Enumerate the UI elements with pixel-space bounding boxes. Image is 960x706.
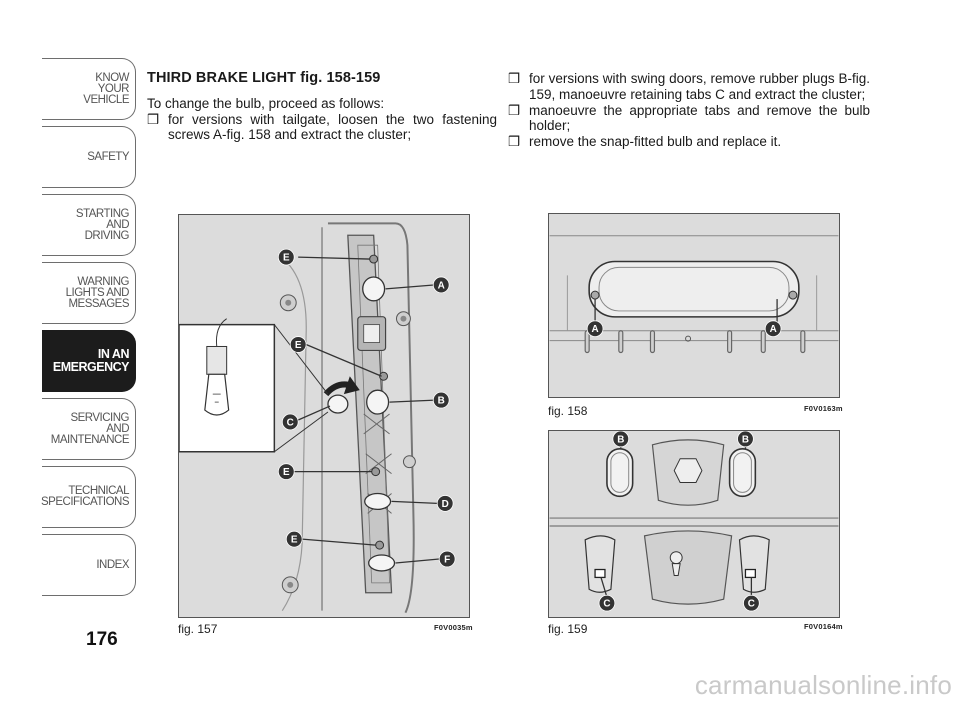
- label-a: A: [438, 280, 445, 291]
- label-e: E: [283, 253, 290, 264]
- figure-159: B B C C: [548, 430, 840, 618]
- instruction-list: ❒for versions with tailgate, loosen the …: [147, 112, 497, 144]
- label-f: F: [444, 554, 450, 565]
- checkbox-bullet-icon: ❒: [508, 71, 521, 86]
- checkbox-bullet-icon: ❒: [147, 111, 160, 127]
- tab-label: INDEX: [96, 558, 129, 571]
- figure-caption: fig. 158: [548, 404, 588, 418]
- instruction-item: ❒for versions with swing doors, remove r…: [508, 71, 870, 102]
- label-c: C: [748, 599, 755, 610]
- label-e: E: [291, 535, 298, 546]
- intro-text: To change the bulb, proceed as follows:: [147, 95, 385, 111]
- label-b: B: [438, 396, 445, 407]
- figure-157: E A E B C E D E F: [178, 214, 470, 618]
- checkbox-bullet-icon: ❒: [508, 102, 521, 118]
- section-heading: THIRD BRAKE LIGHT fig. 158-159: [147, 70, 381, 86]
- label-a: A: [592, 324, 599, 335]
- instruction-list: ❒for versions with swing doors, remove r…: [508, 71, 870, 150]
- brake-light-cluster-illustration: E A E B C E D E F: [179, 222, 456, 614]
- figure-caption: fig. 159: [548, 622, 588, 636]
- label-e: E: [295, 340, 302, 351]
- tab-label: SAFETY: [87, 150, 129, 163]
- instruction-item: ❒manoeuvre the appropriate tabs and remo…: [508, 102, 870, 134]
- swing-door-brake-light-illustration: B B C C: [549, 431, 839, 612]
- figure-158: A A: [548, 213, 840, 398]
- label-b: B: [617, 434, 624, 445]
- tailgate-brake-light-illustration: A A: [549, 235, 839, 354]
- label-a: A: [770, 324, 777, 335]
- text-column-left: THIRD BRAKE LIGHT fig. 158-159 To change…: [147, 70, 497, 144]
- label-d: D: [442, 499, 449, 510]
- tab-index[interactable]: INDEX: [42, 534, 136, 596]
- figure-code: F0V0163m: [804, 404, 843, 413]
- tab-safety[interactable]: SAFETY: [42, 126, 136, 188]
- figure-code: F0V0035m: [434, 623, 473, 632]
- label-c: C: [603, 599, 610, 610]
- label-e: E: [283, 467, 290, 478]
- checkbox-bullet-icon: ❒: [508, 134, 521, 150]
- figure-caption: fig. 157: [178, 622, 218, 636]
- watermark: carmanualsonline.info: [694, 670, 952, 700]
- label-b: B: [742, 434, 749, 445]
- page-number: 176: [86, 629, 118, 650]
- label-c: C: [287, 417, 294, 428]
- instruction-item: ❒for versions with tailgate, loosen the …: [147, 111, 497, 143]
- figure-code: F0V0164m: [804, 622, 843, 631]
- instruction-item: ❒remove the snap-fitted bulb and replace…: [508, 134, 782, 150]
- text-column-right: ❒for versions with swing doors, remove r…: [508, 71, 870, 150]
